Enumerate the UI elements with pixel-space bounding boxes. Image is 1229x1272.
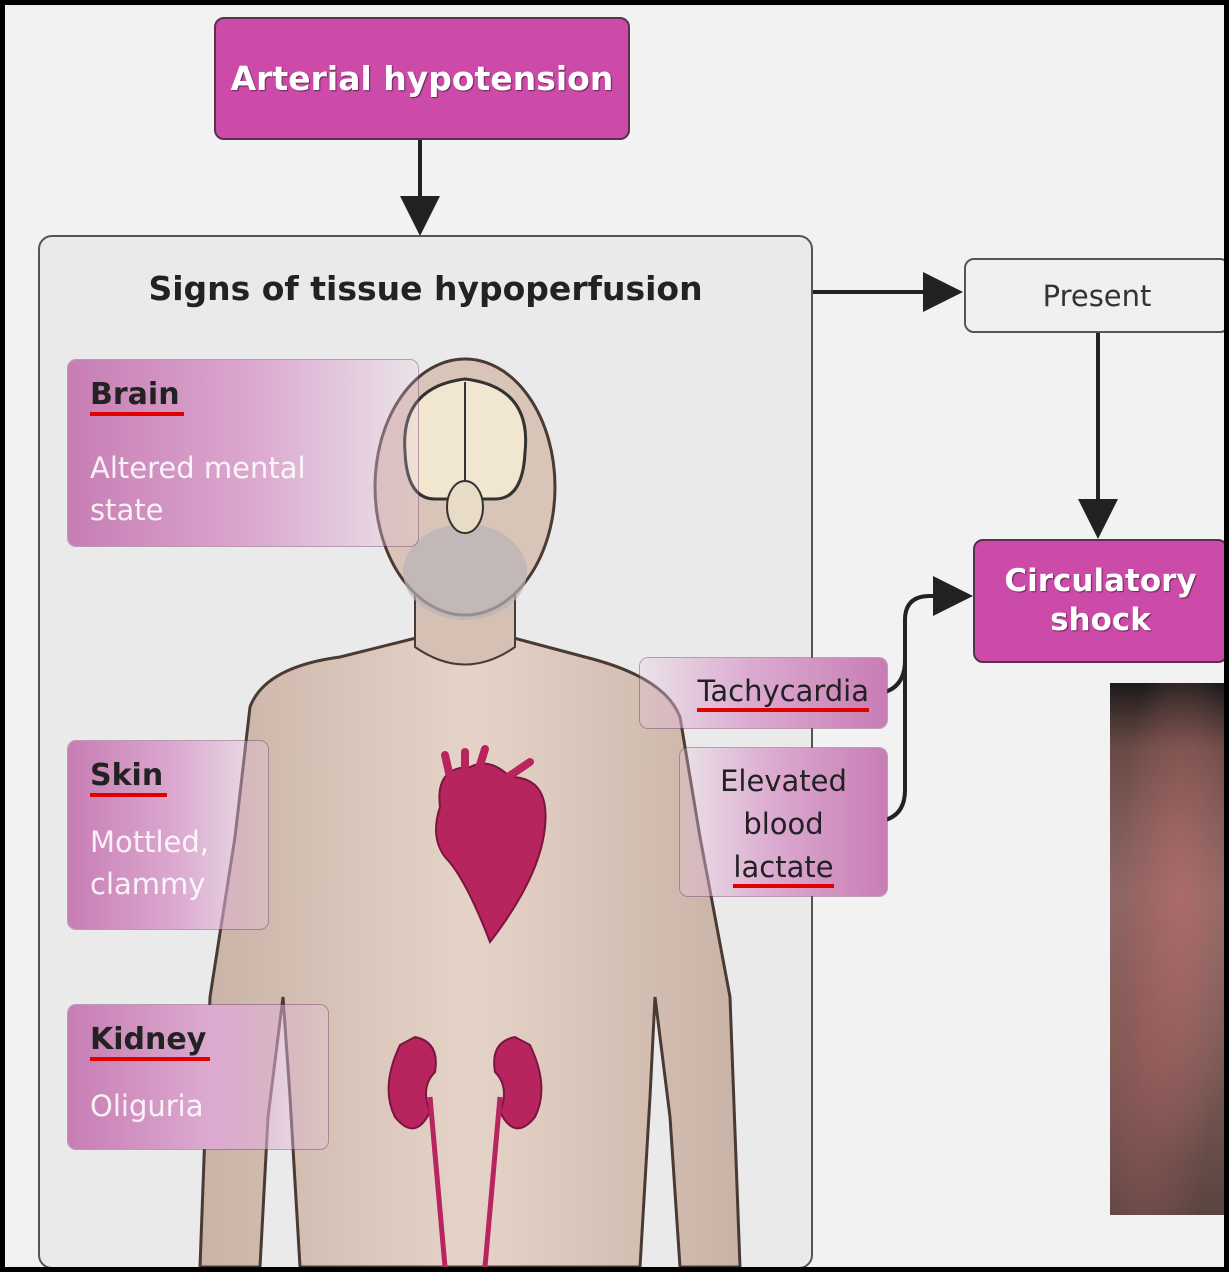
- shock-line-2: shock: [1004, 601, 1196, 640]
- circulatory-shock-box: Circulatory shock: [973, 539, 1228, 663]
- torso: [200, 637, 740, 1267]
- present-box: Present: [964, 258, 1229, 333]
- mottled-skin-photo: [1110, 683, 1229, 1215]
- lactate-line-3: lactate: [733, 850, 833, 888]
- organ-kidney-sign: Oliguria: [90, 1085, 203, 1127]
- organ-kidney-name: Kidney: [90, 1023, 210, 1061]
- lactate-line-1: Elevated: [680, 760, 887, 803]
- organ-kidney-card: Kidney Oliguria: [68, 1005, 328, 1149]
- arterial-hypotension-box: Arterial hypotension: [214, 17, 630, 140]
- lactate-line-2: blood: [680, 803, 887, 846]
- beard: [403, 524, 527, 620]
- organ-skin-card: Skin Mottled, clammy: [68, 741, 268, 929]
- tachycardia-label: Tachycardia: [697, 674, 869, 712]
- arterial-hypotension-label: Arterial hypotension: [231, 59, 614, 98]
- organ-skin-sign: Mottled, clammy: [90, 821, 209, 905]
- lactate-card: Elevated blood lactate: [680, 748, 887, 896]
- organ-skin-name: Skin: [90, 759, 167, 797]
- organ-brain-sign: Altered mental state: [90, 447, 306, 531]
- present-label: Present: [1043, 279, 1152, 313]
- shock-line-1: Circulatory: [1004, 562, 1196, 601]
- organ-brain-card: Brain Altered mental state: [68, 360, 418, 546]
- tachycardia-card: Tachycardia: [640, 658, 887, 728]
- organ-brain-name: Brain: [90, 378, 184, 416]
